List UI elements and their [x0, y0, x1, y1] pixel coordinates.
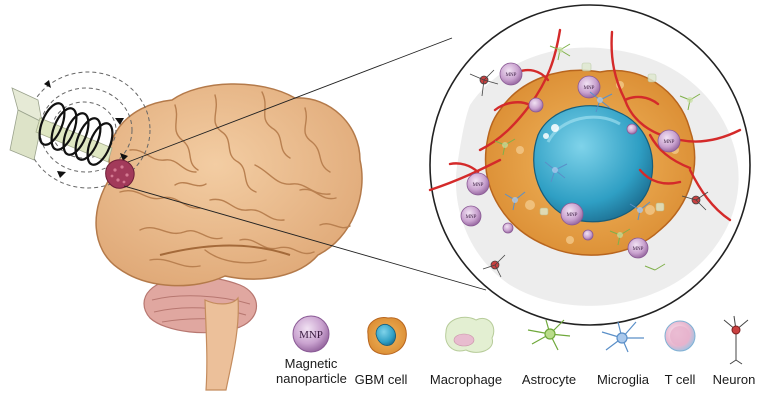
legend-microglia-icon	[601, 321, 644, 353]
legend-mnp-icon: MNP	[292, 315, 330, 353]
tumor-site	[105, 159, 135, 189]
tumor-microenvironment-zoom: MNP MNP MNP MNP MNP MNP MNP	[428, 4, 751, 326]
legend: MNP	[292, 315, 749, 365]
legend-label-mnp-line1: Magnetic	[284, 356, 338, 371]
mnp-marker-text: MNP	[567, 213, 578, 218]
legend-label-tcell: T cell	[664, 372, 696, 387]
legend-label-mnp-line2: nanoparticle	[276, 371, 347, 386]
mnp-marker-text: MNP	[633, 247, 644, 252]
legend-label-microglia: Microglia	[596, 372, 649, 387]
mnp-marker-text: MNP	[299, 329, 323, 341]
legend-gbm-icon	[367, 317, 407, 355]
legend-neuron-icon	[723, 315, 749, 365]
legend-label-astrocyte: Astrocyte	[521, 372, 577, 387]
legend-tcell-icon	[664, 320, 696, 352]
zoom-lines	[123, 37, 487, 291]
macrophages	[539, 62, 665, 216]
mnp-marker-text: MNP	[466, 215, 477, 220]
neurons	[469, 69, 709, 278]
cerebrum	[95, 83, 363, 287]
mnp-particles	[460, 62, 681, 259]
legend-macrophage-icon	[445, 316, 495, 353]
mnp-marker-text: MNP	[664, 140, 675, 145]
legend-label-gbm: GBM cell	[354, 372, 408, 387]
brainstem	[204, 296, 239, 391]
legend-label-macrophage: Macrophage	[429, 372, 503, 387]
legend-label-mnp: Magnetic nanoparticle	[276, 356, 347, 386]
legend-astrocyte-icon	[527, 319, 571, 351]
mnp-marker-text: MNP	[506, 73, 517, 78]
lateral-sulcus	[159, 244, 291, 256]
magnetic-coil	[9, 71, 151, 189]
legend-label-neuron: Neuron	[712, 372, 756, 387]
gbm-nucleus	[533, 105, 654, 223]
mnp-marker-text: MNP	[473, 183, 484, 188]
mnp-marker-text: MNP	[584, 86, 595, 91]
